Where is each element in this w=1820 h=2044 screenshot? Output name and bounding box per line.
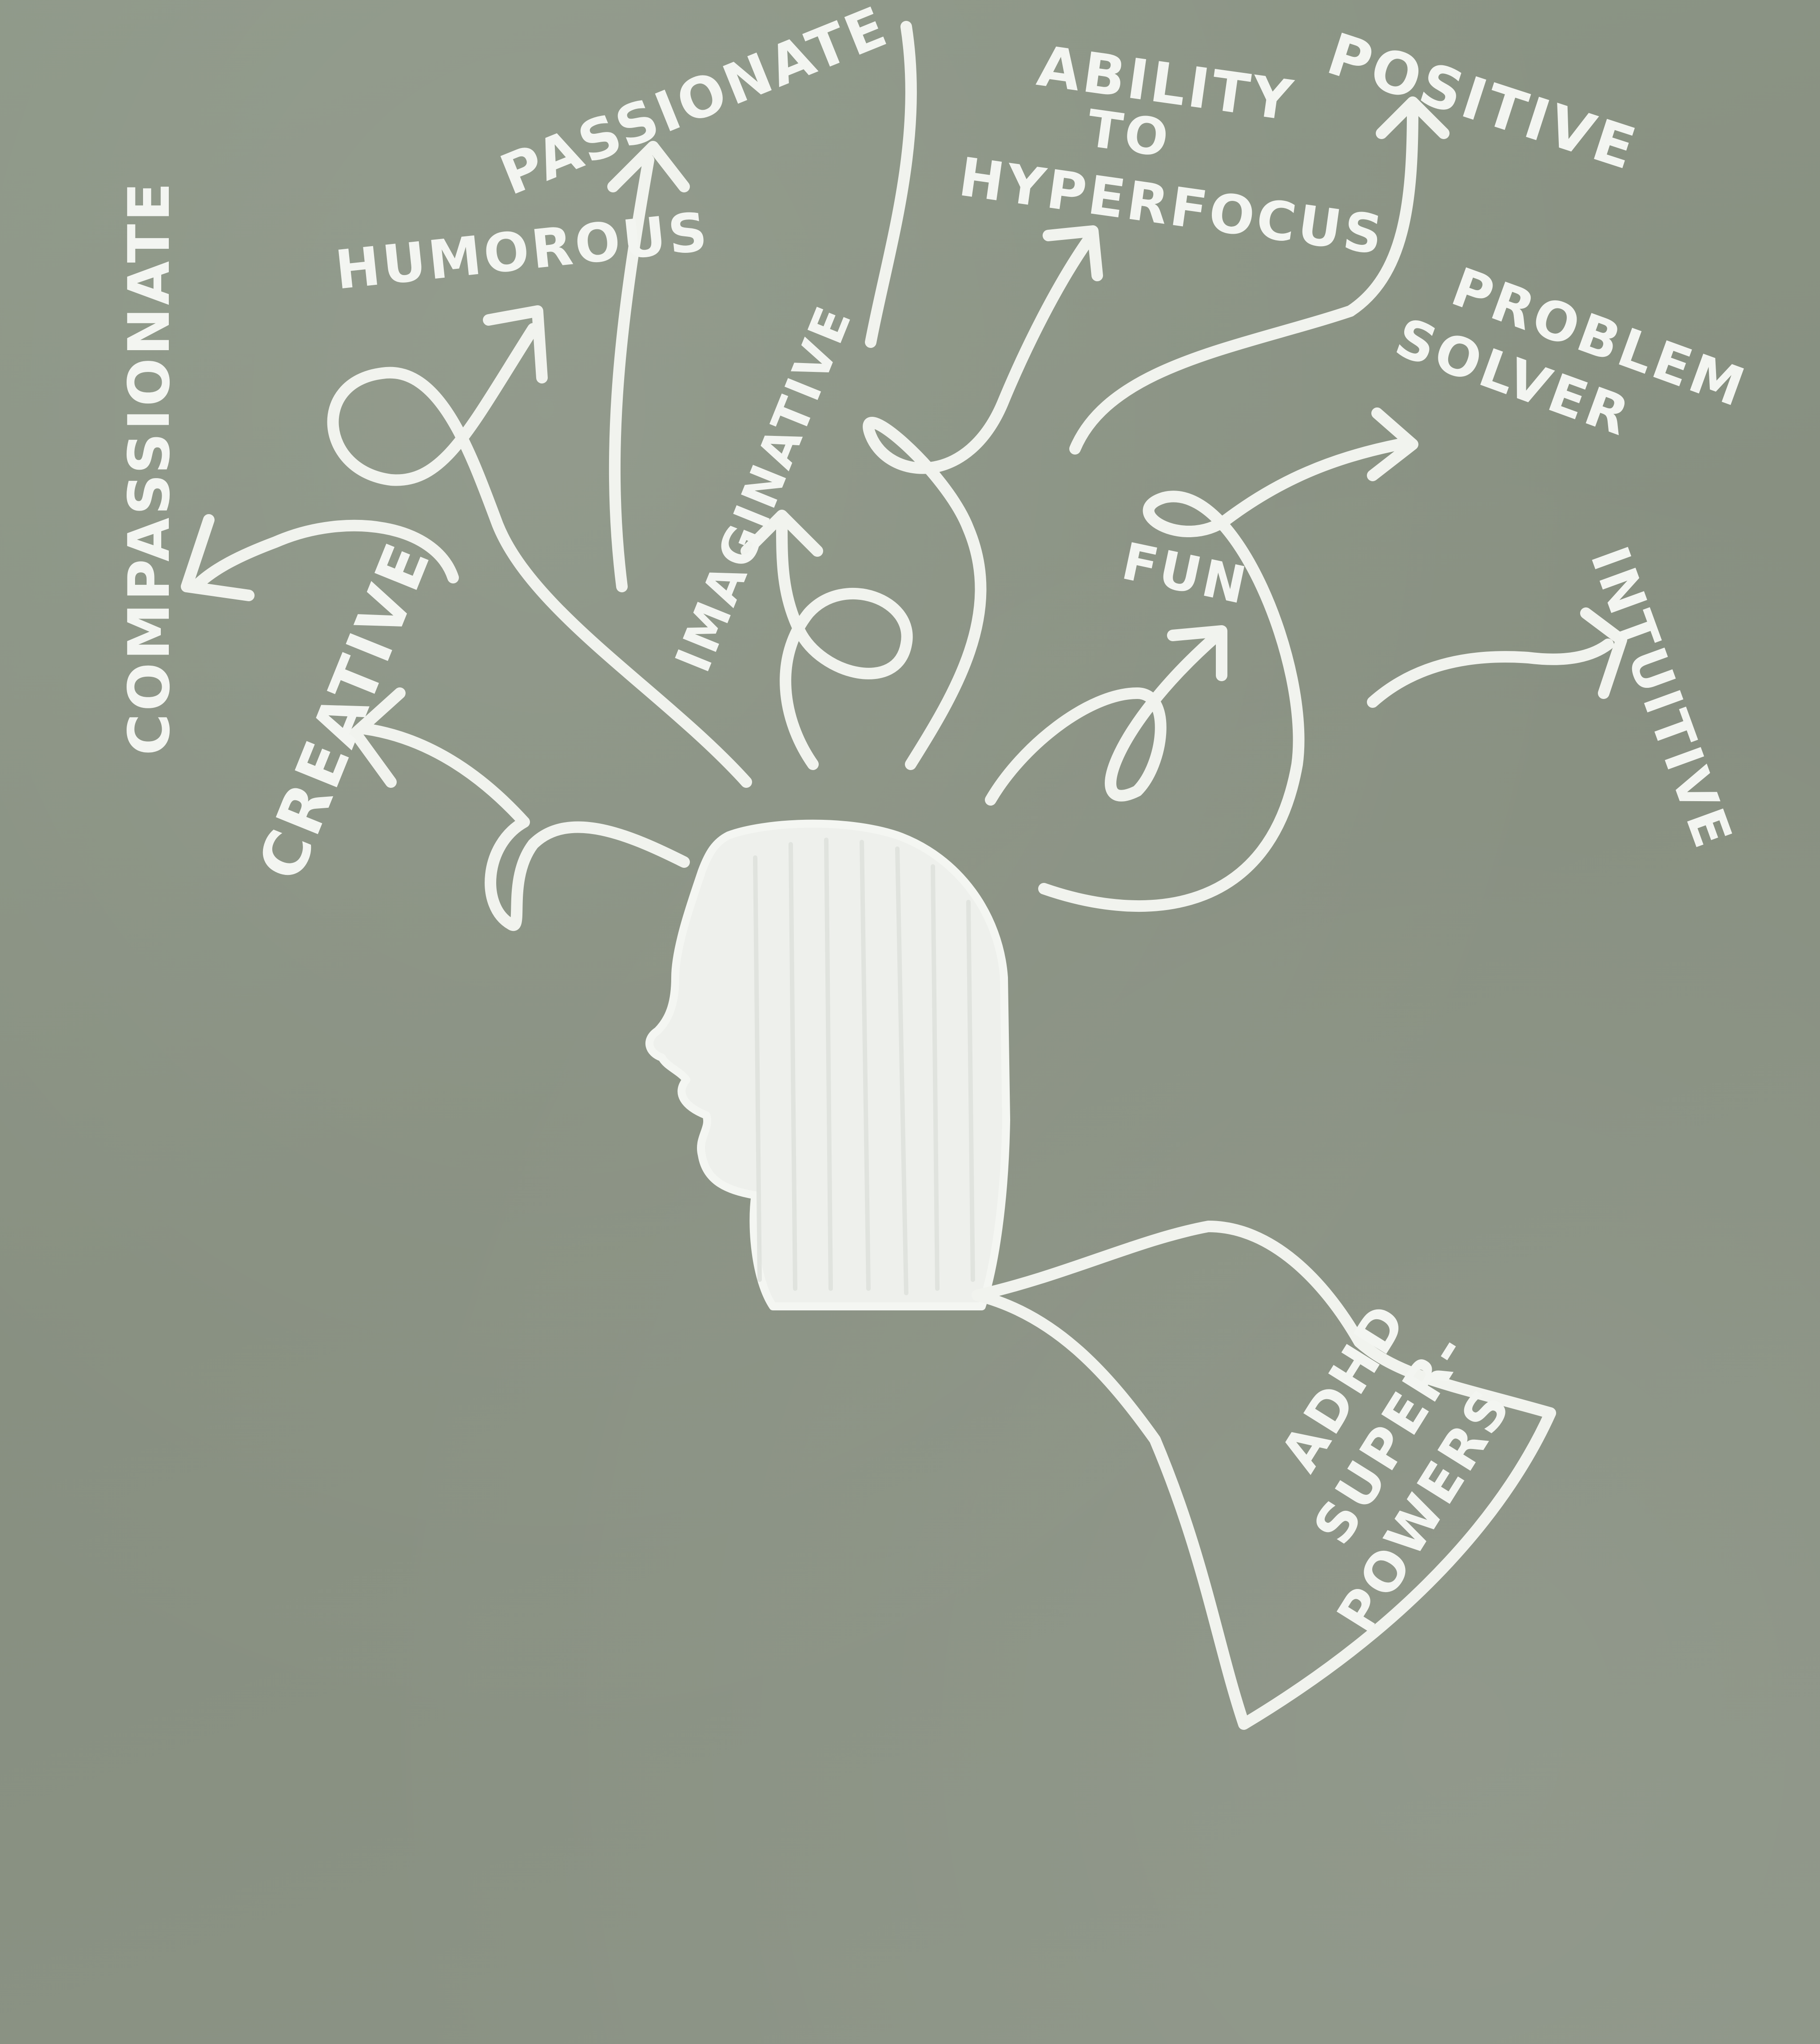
passionate-arrow [607, 141, 690, 592]
label-passionate: PASSIONATE [492, 0, 897, 208]
positive-arrow [1069, 96, 1450, 455]
problem-solver-arrow [1038, 407, 1418, 912]
label-creative: CREATIVE [244, 532, 445, 890]
hyperfocus-arrow [863, 225, 1103, 770]
imaginative-arrow [741, 510, 913, 770]
humorous-arrow [327, 305, 752, 788]
label-compassionate: COMPASSIONATE [116, 180, 183, 755]
creative-arrow [350, 687, 690, 931]
flag-text: ADHD SUPER- POWERS [1269, 1292, 1524, 1643]
label-ability-line3: HYPERFOCUS [955, 146, 1389, 267]
label-imaginative: IMAGINATIVE [664, 297, 863, 680]
label-positive: POSITIVE [1319, 20, 1645, 184]
fun-arrow [985, 625, 1227, 806]
compassionate-arrow [181, 514, 459, 601]
label-ability-line2: TO [1083, 99, 1175, 169]
central-stroke [865, 21, 917, 348]
head-silhouette [645, 819, 1010, 1310]
label-problem-solver: PROBLEM SOLVER [1388, 256, 1755, 449]
intuitive-arrow [1367, 607, 1627, 708]
label-humorous: HUMOROUS [333, 201, 713, 302]
flag-banner [972, 1221, 1556, 1730]
